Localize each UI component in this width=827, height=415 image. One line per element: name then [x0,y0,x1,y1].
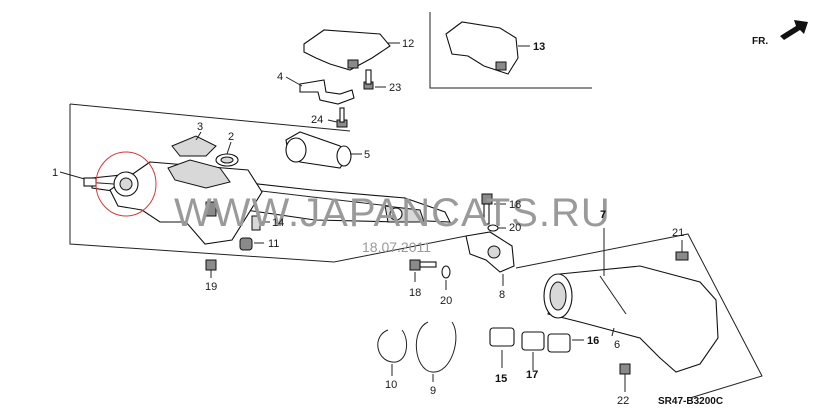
part-4-clamp [285,76,355,105]
label-part-24: 24 [311,114,323,126]
label-part-23: 23 [389,82,401,94]
front-direction-arrow: FR. [752,20,808,47]
label-part-10: 10 [385,379,397,391]
part-6-cover [543,228,719,373]
label-part-7: 7 [600,209,606,221]
label-part-17: 17 [526,369,538,381]
part-20-washer-lower [441,265,451,290]
label-part-8: 8 [499,289,505,301]
part-15-collar [489,327,515,368]
inset-frame-13 [429,12,592,89]
label-part-16: 16 [587,335,599,347]
label-part-6: 6 [614,339,620,351]
label-part-14: 14 [272,217,284,229]
part-10-clamp [377,329,408,376]
label-part-1: 1 [52,167,58,179]
part-19-nut [205,259,217,278]
column-assembly-frame [59,103,467,263]
part-5-sleeve [285,131,362,169]
part-18-bolt-lower [409,259,437,282]
part-24-bolt [327,107,348,128]
highlight-circle [95,151,157,217]
date-stamp: 18.07.2011 [362,239,431,255]
part-20-washer-upper [487,224,506,232]
part-18-bolt-upper [481,193,506,225]
label-part-5: 5 [364,149,370,161]
diagram-code: SR47-B3200C [658,396,723,407]
part-9-clamp [415,321,457,382]
label-part-21: 21 [672,227,684,239]
label-part-20-lower: 20 [440,295,452,307]
part-3-plate [171,131,217,157]
part-21-screw [675,240,689,261]
label-part-3: 3 [197,121,203,133]
part-23-bolt [363,69,386,90]
label-part-12: 12 [402,38,414,50]
label-part-18-upper: 18 [509,199,521,211]
part-8-joint [465,231,515,286]
label-part-4: 4 [277,71,283,83]
label-part-18-lower: 18 [409,287,421,299]
label-part-15: 15 [495,373,507,385]
part-13-bracket [445,21,530,75]
part-11-collar [239,237,264,251]
cover-assembly-frame [515,233,763,399]
label-part-20-upper: 20 [509,222,521,234]
watermark-text: WWW.JAPANCATS.RU [174,191,611,235]
front-direction-label: FR. [752,36,768,47]
label-part-19: 19 [205,281,217,293]
label-part-11: 11 [268,238,279,250]
part-14-spring [251,215,270,231]
label-part-22: 22 [617,395,629,407]
part-2-ring [215,141,239,167]
part-22-screw [619,363,631,392]
label-part-9: 9 [430,385,436,397]
part-16-collar [547,333,584,353]
part-17-collar [521,331,545,370]
label-part-13: 13 [533,41,545,53]
steering-column-tube [83,159,451,245]
label-part-2: 2 [228,131,234,143]
part-12-bracket [303,29,400,71]
